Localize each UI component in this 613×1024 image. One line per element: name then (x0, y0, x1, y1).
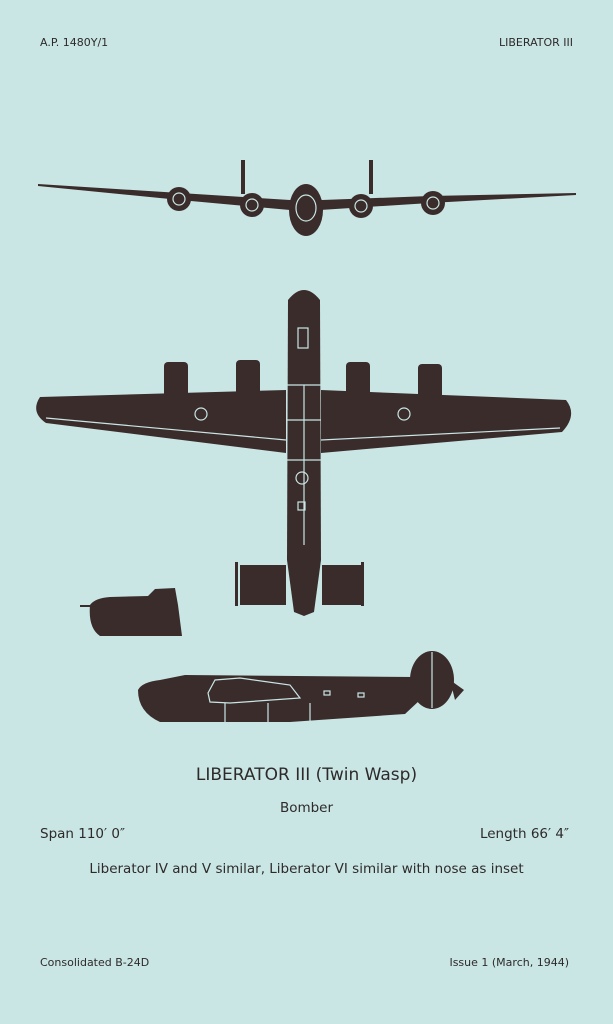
nose-inset-silhouette (80, 588, 182, 636)
variant-note: Liberator IV and V similar, Liberator VI… (89, 861, 524, 877)
plan-view-silhouette (36, 290, 572, 616)
wingspan: Span 110′ 0″ (40, 826, 126, 842)
front-view-silhouette (38, 160, 576, 236)
aircraft-title: LIBERATOR III (Twin Wasp) (195, 765, 418, 785)
aircraft-role: Bomber (279, 800, 334, 816)
aircraft-header-name: LIBERATOR III (499, 36, 573, 49)
document-reference: A.P. 1480Y/1 (40, 36, 109, 49)
issue-date: Issue 1 (March, 1944) (449, 956, 569, 969)
manufacturer-designation: Consolidated B-24D (40, 956, 150, 969)
length: Length 66′ 4″ (479, 826, 569, 842)
side-view-silhouette (138, 651, 464, 722)
